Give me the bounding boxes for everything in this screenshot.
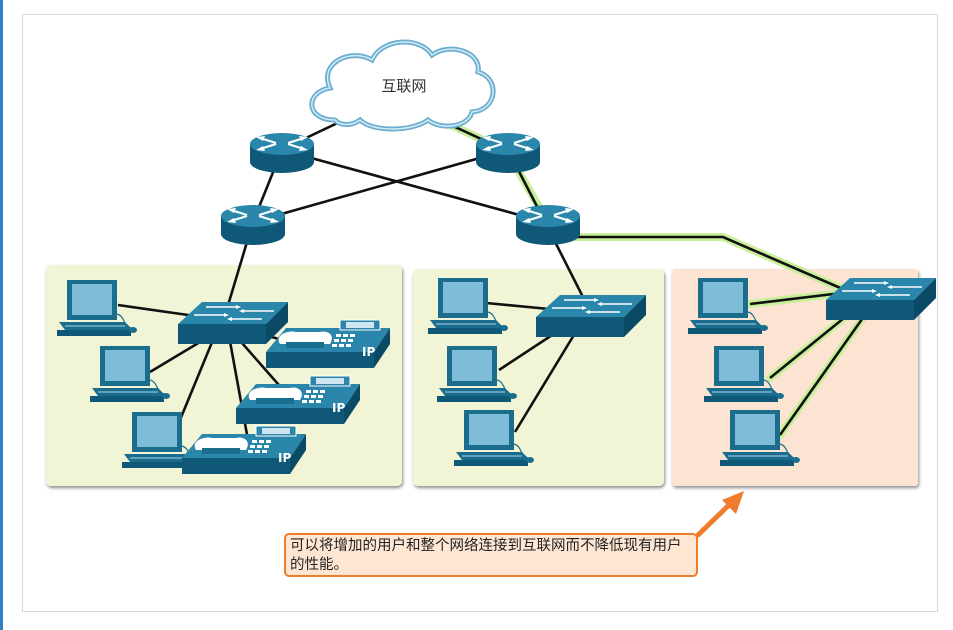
callout-box: 可以将增加的用户和整个网络连接到互联网而不降低现有用户的性能。: [284, 533, 698, 577]
callout-arrow: [695, 491, 744, 538]
internet-cloud: 互联网: [309, 39, 496, 132]
router-3: [219, 203, 287, 247]
ip-phone-3: IP: [181, 425, 307, 475]
ip-phone-1: IP: [265, 319, 391, 369]
left-accent-bar: [0, 0, 3, 630]
router-1: [248, 131, 316, 175]
ip-phone-2: IP: [235, 375, 361, 425]
ip-phone-1-badge: IP: [362, 345, 375, 359]
router-2: [474, 131, 542, 175]
cloud-label: 互联网: [381, 77, 426, 95]
ip-phone-2-badge: IP: [332, 401, 345, 415]
router-4: [514, 203, 582, 247]
ip-phone-3-badge: IP: [278, 451, 291, 465]
diagram-frame: [22, 14, 938, 612]
